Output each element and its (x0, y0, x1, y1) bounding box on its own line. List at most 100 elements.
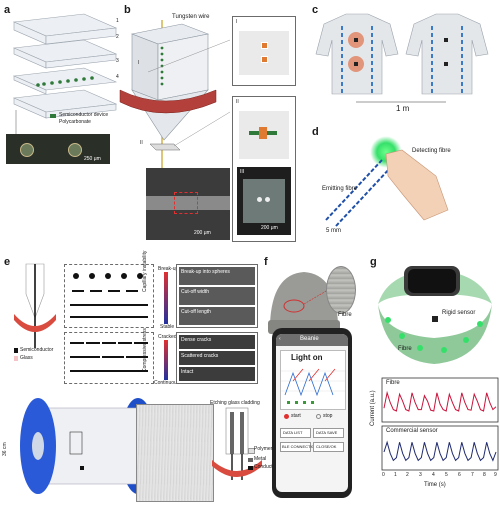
layer-4-label: 4 (116, 74, 119, 80)
app-chart: Light on (280, 350, 346, 410)
series-line-fibre (383, 390, 497, 412)
fibre-strand (146, 196, 230, 210)
micrograph-2: Cut-off width (179, 287, 255, 305)
g-xlabel: Time (s) (424, 482, 446, 488)
crack-image-3: Intact (179, 367, 255, 381)
micro-cell-1 (20, 143, 34, 157)
xtick: 1 (394, 472, 397, 478)
micro-cell-2 (68, 143, 82, 157)
inset-I: I (232, 16, 296, 86)
btn-data-list[interactable]: DATA LIST (280, 428, 311, 438)
instability-diagram (70, 273, 148, 318)
btn-close-ok[interactable]: CLOSE/OK (313, 442, 344, 452)
fibre-label-g: Fibre (398, 346, 412, 352)
btn-data-save[interactable]: DATA SAVE (313, 428, 344, 438)
panel-b-draw-tower (119, 20, 231, 170)
instability-arrow (164, 272, 168, 324)
back-icon[interactable]: ‹ (279, 336, 281, 342)
start-radio[interactable] (284, 414, 289, 419)
legend-polymer-swatch (248, 448, 255, 454)
crack-image-2: Scattered cracks (179, 351, 255, 365)
phone-screen: ‹ Beanie Light on start stop DATA LIST D… (276, 334, 348, 492)
btn-data-save-label: DATA SAVE (316, 430, 338, 435)
layer-3-label: 3 (116, 58, 119, 64)
chart-commercial-title: Commercial sensor (386, 428, 438, 434)
crack-image-1: Dense cracks (179, 335, 255, 349)
stress-diagram (70, 342, 148, 372)
stress-arrow (164, 340, 168, 380)
panel-f-label: f (264, 256, 268, 268)
xtick: 0 (382, 472, 385, 478)
inset-II: II III 200 μm (232, 96, 296, 242)
legend-glass-e: Glass (20, 355, 33, 361)
chart-commercial (381, 425, 499, 471)
panel-c-shirts (315, 13, 489, 103)
device-dot-1 (261, 42, 268, 49)
crack-strip-box: Dense cracks Scattered cracks Intact (176, 332, 258, 384)
fibre-label-f: Fibre (338, 312, 352, 318)
emitting-fibre-label: Emitting fibre (322, 186, 358, 192)
legend-metal-swatch (248, 458, 253, 462)
marker-I: I (138, 60, 140, 66)
marker-II: II (140, 140, 143, 146)
panel-a-layer-stack (12, 13, 118, 140)
panel-e-label: e (4, 256, 11, 268)
btn-ble-connection[interactable]: BLE CONNECTION (280, 442, 318, 452)
stop-radio[interactable] (316, 414, 321, 419)
legend-metal-label: Metal (254, 456, 267, 462)
capillary-label: Capillary instability (142, 250, 148, 292)
g-ylabel: Current (a.u.) (370, 390, 376, 426)
xtick: 3 (419, 472, 422, 478)
layer-2-label: 2 (116, 34, 119, 40)
legend-glass-bar (14, 356, 18, 361)
panel-b-fibre-image: 200 μm (146, 168, 230, 240)
xtick: 4 (432, 472, 435, 478)
btn-ble-label: BLE CONNECTION (282, 444, 318, 449)
start-label: start (291, 413, 301, 419)
inset-scale: 200 μm (261, 225, 278, 231)
fibre-device-highlight (174, 192, 198, 214)
panel-c-label: c (312, 4, 319, 16)
light-on-label: Light on (291, 353, 323, 362)
stable-label: Stable (160, 324, 175, 330)
panel-b-scale: 200 μm (194, 230, 211, 236)
detecting-fibre-label: Detecting fibre (412, 148, 451, 154)
inset-III-panel: III 200 μm (237, 167, 291, 235)
cross-section (243, 179, 285, 223)
chart-fibre-title: Fibre (386, 380, 400, 386)
micro-label-2: Cut-off width (181, 289, 209, 295)
break-up-label: Break-up (158, 266, 179, 272)
xtick: 6 (458, 472, 461, 478)
xtick: 7 (471, 472, 474, 478)
crack-label-3: Intact (181, 369, 194, 375)
micrograph-strip-box: Break-up into spheres Cut-off width Cut-… (176, 264, 258, 328)
stop-label: stop (323, 413, 333, 419)
micro-label-3: Cut-off length (181, 309, 211, 315)
inset-II-label: II (236, 99, 239, 105)
panel-e-preform (14, 263, 56, 348)
btn-close-label: CLOSE/OK (316, 444, 337, 449)
x-ticks: 0 1 2 3 4 5 6 7 8 9 (382, 472, 498, 482)
panel-g-label: g (370, 256, 377, 268)
gap-label: 5 mm (326, 228, 341, 234)
crack-label-2: Scattered cracks (181, 353, 219, 359)
chart-fibre (381, 377, 499, 423)
inset-III-label: III (240, 169, 245, 175)
app-header: ‹ Beanie (276, 334, 348, 346)
distance-label: 1 m (396, 104, 410, 113)
xtick: 8 (483, 472, 486, 478)
panel-a-label: a (4, 4, 11, 16)
rigid-sensor-label: Rigid sensor (442, 310, 476, 316)
tungsten-wire-label: Tungsten wire (172, 14, 210, 20)
xtick: 5 (445, 472, 448, 478)
knit-closeup (326, 266, 356, 314)
compressive-label: Compressive stress (142, 328, 148, 372)
legend-semiconductor-swatch (50, 114, 56, 118)
micrograph-1: Break-up into spheres (179, 267, 255, 285)
legend-semiconductor-bar (14, 348, 18, 353)
micro-label-1: Break-up into spheres (181, 269, 230, 275)
app-title: Beanie (300, 336, 319, 342)
app-chart-lines (281, 368, 345, 404)
xtick: 9 (494, 472, 497, 478)
etch-label: Etching glass cladding (210, 400, 260, 406)
